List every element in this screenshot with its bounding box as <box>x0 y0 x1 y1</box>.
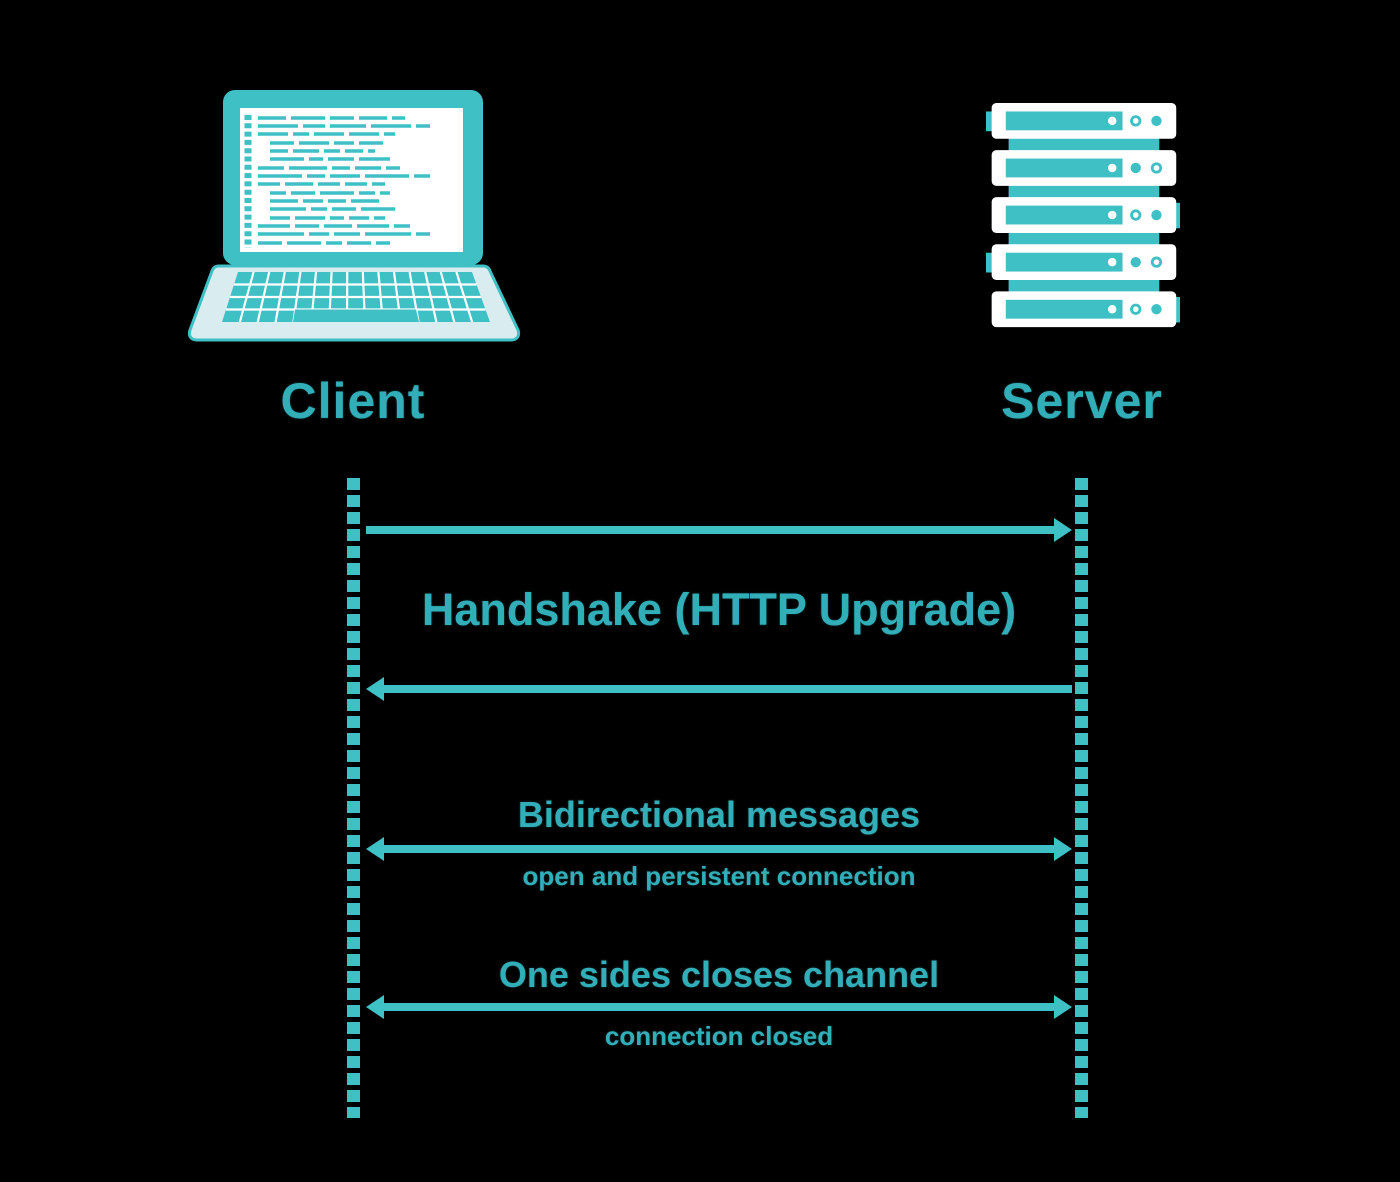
client-lifeline <box>347 478 360 1118</box>
client-label: Client <box>280 373 426 429</box>
close-channel-sublabel: connection closed <box>604 1021 834 1051</box>
arrowhead-left-icon <box>366 995 384 1019</box>
bidirectional-messages-label: Bidirectional messages <box>517 794 921 835</box>
arrowhead-left-icon <box>366 677 384 701</box>
bidirectional-messages-sublabel: open and persistent connection <box>522 861 916 891</box>
handshake-label: Handshake (HTTP Upgrade) <box>421 584 1017 635</box>
bidirectional-arrow <box>366 837 1072 861</box>
server-stack-icon <box>986 102 1180 328</box>
arrowhead-right-icon <box>1054 995 1072 1019</box>
arrowhead-left-icon <box>366 837 384 861</box>
arrow-shaft <box>382 685 1072 693</box>
arrowhead-right-icon <box>1054 837 1072 861</box>
arrowhead-right-icon <box>1054 518 1072 542</box>
server-units <box>986 102 1180 328</box>
arrow-shaft <box>382 845 1056 853</box>
handshake-response-arrow <box>366 677 1072 701</box>
laptop-screen <box>240 108 463 252</box>
laptop-icon <box>187 90 521 342</box>
handshake-request-arrow <box>366 518 1072 542</box>
server-label: Server <box>1001 373 1163 429</box>
arrow-shaft <box>382 1003 1056 1011</box>
code-lines-decoration <box>244 115 430 248</box>
close-channel-label: One sides closes channel <box>498 954 940 995</box>
keyboard-spacebar <box>293 309 419 322</box>
close-channel-arrow <box>366 995 1072 1019</box>
server-lifeline <box>1075 478 1088 1118</box>
arrow-shaft <box>366 526 1056 534</box>
